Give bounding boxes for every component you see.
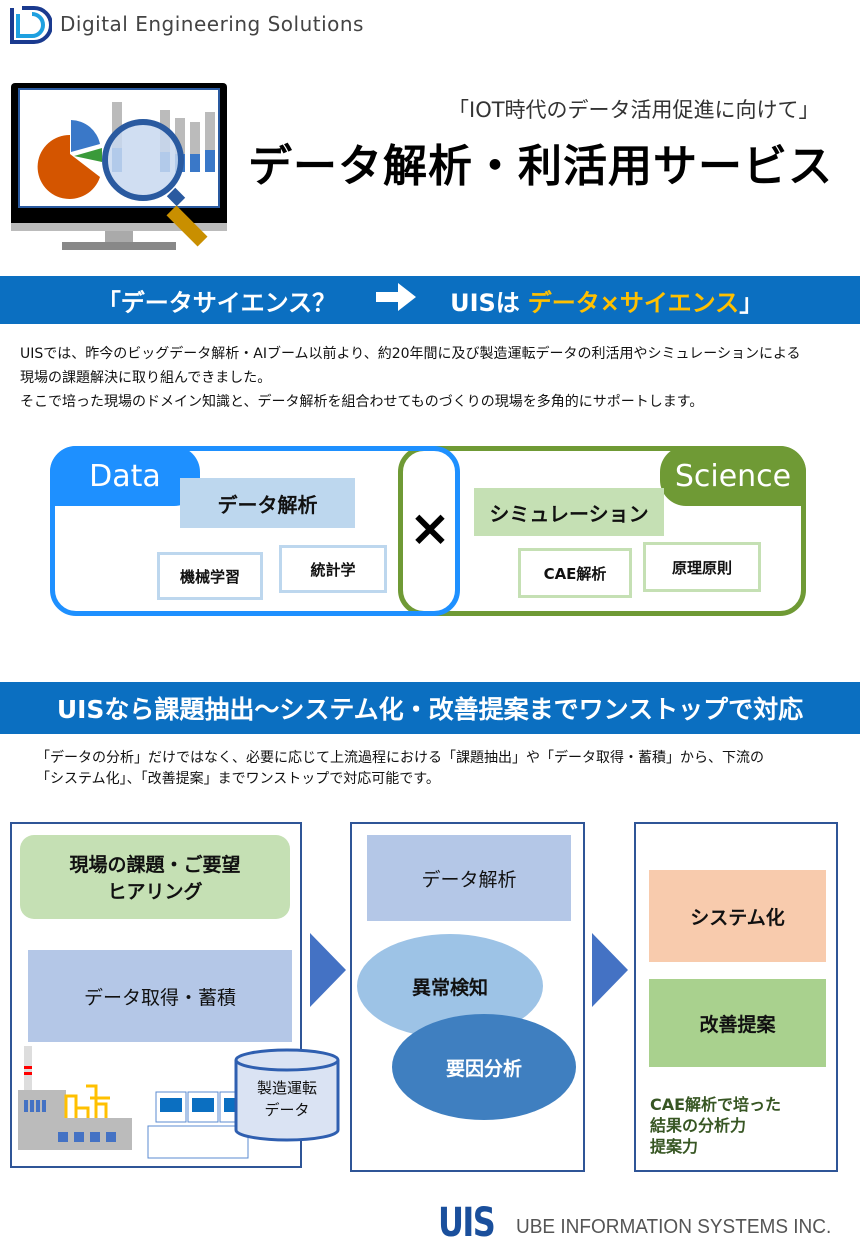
db-line: データ bbox=[264, 1101, 310, 1119]
banner-right-prefix: UISは bbox=[450, 288, 520, 317]
cae-box: CAE解析 bbox=[518, 548, 632, 598]
hearing-box: 現場の課題・ご要望 ヒアリング bbox=[20, 835, 290, 919]
onestop-line: 「システム化」、「改善提案」までワンストップで対応可能です。 bbox=[36, 771, 440, 787]
db-line: 製造運転 bbox=[256, 1079, 317, 1097]
intro-line: そこで培った現場のドメイン知識と、データ解析を組合わせてものづくりの現場を多角的… bbox=[20, 394, 704, 410]
note-line: 提案力 bbox=[650, 1137, 699, 1156]
acquire-box: データ取得・蓄積 bbox=[28, 950, 292, 1042]
principles-box: 原理原則 bbox=[643, 542, 761, 592]
analysis-box: データ解析 bbox=[367, 835, 571, 921]
simulation-box: シミュレーション bbox=[474, 488, 664, 536]
company-name: UBE INFORMATION SYSTEMS INC. bbox=[516, 1216, 832, 1238]
data-analysis-box: データ解析 bbox=[180, 478, 355, 528]
onestop-line: 「データの分析」だけではなく、必要に応じて上流過程における「課題抽出」や「データ… bbox=[36, 750, 764, 766]
intro-line: 現場の課題解決に取り組んできました。 bbox=[20, 370, 272, 386]
factory-icon bbox=[18, 1046, 138, 1154]
intro-line: UISでは、昨今のビッグデータ解析・AIブーム以前より、約20年間に及び製造運転… bbox=[20, 346, 801, 362]
systemization-box: システム化 bbox=[649, 870, 826, 962]
onestop-banner: UISなら課題抽出～システム化・改善提案までワンストップで対応 bbox=[0, 682, 860, 734]
database-icon bbox=[234, 1048, 340, 1142]
note-line: 結果の分析力 bbox=[650, 1116, 747, 1135]
step3-panel bbox=[634, 822, 838, 1172]
times-symbol: × bbox=[409, 499, 451, 557]
cause-analysis-ellipse: 要因分析 bbox=[392, 1014, 576, 1120]
step2-panel bbox=[350, 822, 585, 1172]
onestop-text: 「データの分析」だけではなく、必要に応じて上流過程における「課題抽出」や「データ… bbox=[36, 748, 764, 790]
science-panel bbox=[398, 446, 806, 616]
banner-left-text: 「データサイエンス？ bbox=[96, 288, 337, 317]
brand-name: Digital Engineering Solutions bbox=[60, 12, 364, 36]
hearing-line: ヒアリング bbox=[107, 881, 203, 903]
hearing-line: 現場の課題・ご要望 bbox=[69, 854, 241, 876]
data-tab: Data bbox=[50, 446, 200, 506]
db-label: 製造運転 データ bbox=[238, 1074, 336, 1124]
machine-learning-box: 機械学習 bbox=[157, 552, 263, 600]
header-subtitle: 「IOT時代のデータ活用促進に向けて」 bbox=[448, 98, 820, 122]
data-panel bbox=[50, 446, 460, 616]
page-title: データ解析・利活用サービス bbox=[248, 141, 833, 192]
banner-highlight: データ×サイエンス bbox=[527, 288, 740, 317]
note-line: CAE解析で培った bbox=[650, 1095, 782, 1114]
improvement-box: 改善提案 bbox=[649, 979, 826, 1067]
monitor-analysis-illustration bbox=[10, 82, 235, 252]
flow-arrow-icon bbox=[310, 933, 346, 1011]
flow-arrow-icon bbox=[592, 933, 628, 1011]
science-tab: Science bbox=[660, 446, 806, 506]
control-panel-icon bbox=[146, 1090, 251, 1160]
arrow-right-icon bbox=[376, 283, 417, 317]
des-logo-icon bbox=[8, 4, 53, 48]
data-science-banner: 「データサイエンス？ UISは データ×サイエンス 」 bbox=[0, 276, 860, 324]
uis-logo: UIS bbox=[438, 1200, 496, 1246]
step3-note: CAE解析で培った 結果の分析力 提案力 bbox=[650, 1094, 781, 1157]
banner-right-suffix: 」 bbox=[739, 288, 764, 317]
statistics-box: 統計学 bbox=[279, 545, 387, 593]
intro-text: UISでは、昨今のビッグデータ解析・AIブーム以前より、約20年間に及び製造運転… bbox=[20, 342, 801, 414]
step1-panel bbox=[10, 822, 302, 1168]
